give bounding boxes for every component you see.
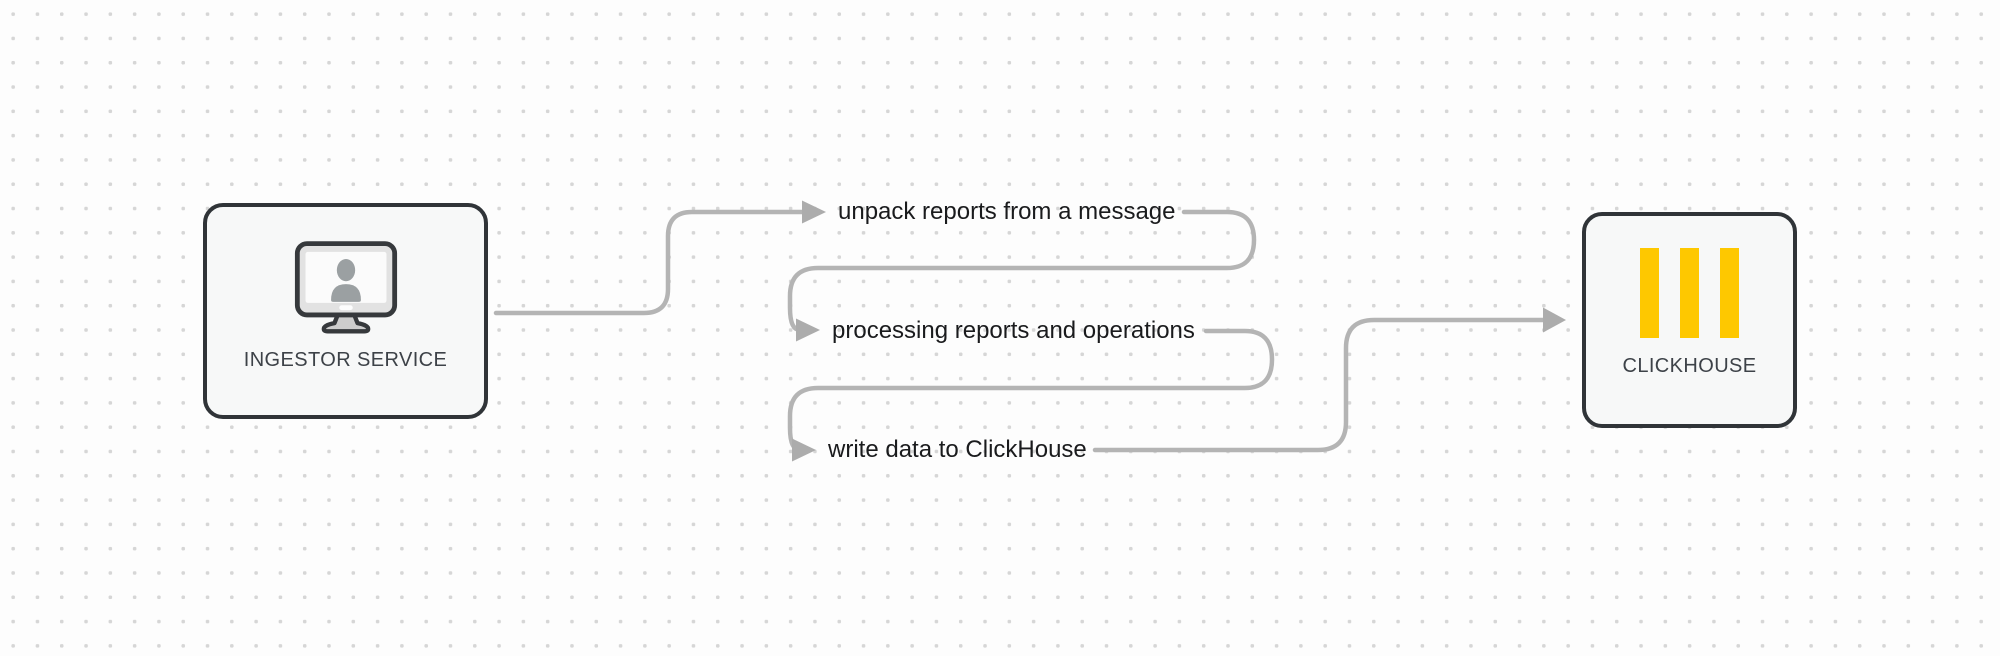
node-title-clickhouse: CLICKHOUSE bbox=[1622, 355, 1757, 377]
step-label-unpack-reports: unpack reports from a message bbox=[838, 198, 1176, 225]
connector-step3-to-clickhouse bbox=[1092, 307, 1566, 453]
logo-bar bbox=[1720, 248, 1739, 338]
arrowhead-icon bbox=[1543, 307, 1566, 333]
connector-step2-to-step3 bbox=[787, 328, 1275, 462]
connector-ingestor-to-step1 bbox=[493, 200, 826, 316]
step-label-processing-reports: processing reports and operations bbox=[832, 317, 1195, 344]
arrowhead-icon bbox=[792, 438, 816, 462]
logo-bar bbox=[1680, 248, 1699, 338]
logo-bar bbox=[1640, 248, 1659, 338]
user-monitor-icon bbox=[294, 241, 397, 334]
node-ingestor-service: INGESTOR SERVICE bbox=[203, 203, 488, 419]
node-clickhouse: CLICKHOUSE bbox=[1582, 212, 1797, 428]
node-title-ingestor: INGESTOR SERVICE bbox=[243, 349, 448, 371]
clickhouse-logo-bars-icon bbox=[1640, 248, 1739, 338]
arrowhead-icon bbox=[802, 200, 826, 224]
step-label-write-data: write data to ClickHouse bbox=[828, 436, 1087, 463]
connector-step1-to-step2 bbox=[787, 209, 1257, 342]
arrowhead-icon bbox=[796, 318, 820, 342]
